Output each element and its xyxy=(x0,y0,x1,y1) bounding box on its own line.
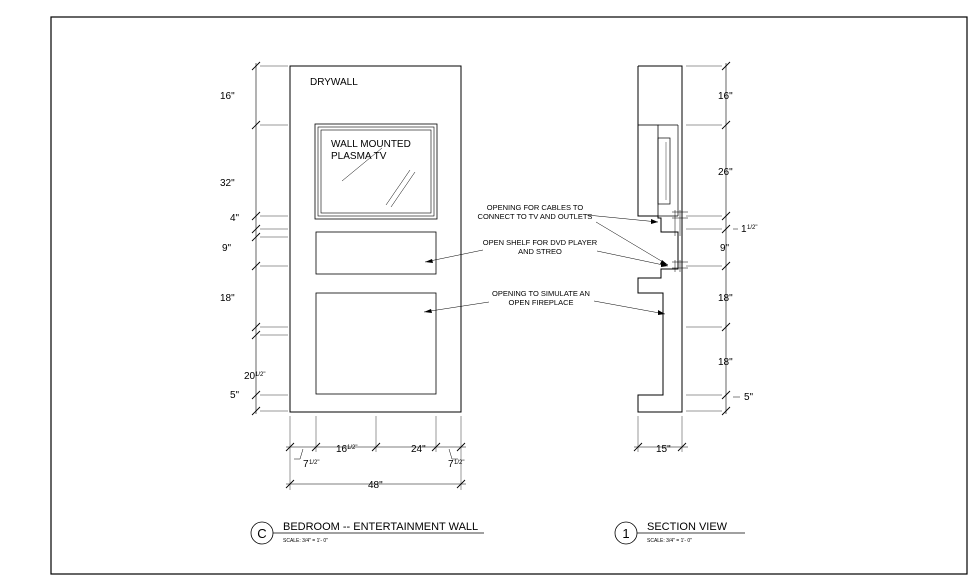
elevation-title: BEDROOM -- ENTERTAINMENT WALL xyxy=(283,521,478,533)
dim-7a-frac: 1/2" xyxy=(309,460,319,466)
section-dim-18a: 18" xyxy=(718,293,733,304)
section-dim-26: 26" xyxy=(718,167,733,178)
shelf-note-line1: OPEN SHELF FOR DVD PLAYER xyxy=(483,238,598,247)
tv-section-body xyxy=(637,124,659,217)
leader-line xyxy=(294,448,304,460)
fireplace-note-line2: OPEN FIREPLACE xyxy=(508,298,573,307)
section-dim-15: 15" xyxy=(656,444,671,455)
section-scale: SCALE: 3/4" = 1'- 0" xyxy=(647,538,692,544)
tv-screen xyxy=(320,129,432,214)
elevation-scale: SCALE: 3/4" = 1'- 0" xyxy=(283,538,328,544)
extension-lines xyxy=(260,65,288,412)
fireplace-note-line1: OPENING TO SIMULATE AN xyxy=(492,289,590,298)
section-dim-5: 5" xyxy=(744,392,754,403)
leader-arrowheads xyxy=(424,219,668,315)
leader-shelf-to-elevation xyxy=(424,249,484,263)
tv-glare-line xyxy=(390,171,416,208)
leader-fireplace-to-section xyxy=(593,300,666,315)
dim-7b-whole: 7 xyxy=(448,459,454,470)
cables-note-line1: OPENING FOR CABLES TO xyxy=(487,203,584,212)
dim-7b-frac: 1/2" xyxy=(454,460,464,466)
dim-16-frac: 1/2" xyxy=(347,445,357,451)
dim-48: 48" xyxy=(368,480,383,491)
tv-label-line2: PLASMA TV xyxy=(331,151,387,162)
extension-lines xyxy=(289,416,462,490)
dim-32: 32" xyxy=(220,178,235,189)
section-bottom-dimension xyxy=(633,416,688,452)
dim-20-whole: 20 xyxy=(244,371,256,382)
tv-frame-outer xyxy=(314,123,438,220)
section-profile xyxy=(637,65,683,413)
dim-5: 5" xyxy=(230,390,240,401)
tv-glare-line xyxy=(385,169,411,206)
leader-shelf-to-section xyxy=(596,250,669,267)
leader-cables-to-section-bottom xyxy=(595,221,669,266)
dim-9: 9" xyxy=(222,243,232,254)
elevation-view xyxy=(289,65,462,413)
section-dim-16: 16" xyxy=(718,91,733,102)
section-right-dimensions xyxy=(686,61,740,416)
section-dim-18b: 18" xyxy=(718,357,733,368)
drywall-label: DRYWALL xyxy=(310,77,358,88)
leader-cables-to-section-top xyxy=(586,214,659,223)
tv-frame-mid xyxy=(317,126,435,217)
dim-16-whole: 16 xyxy=(336,444,348,455)
section-view xyxy=(637,65,688,413)
shelf-note-line2: AND STREO xyxy=(518,247,562,256)
dvd-shelf-opening xyxy=(315,231,437,275)
annotation-leaders xyxy=(423,214,669,315)
section-dim-9: 9" xyxy=(720,243,730,254)
section-title-block xyxy=(614,521,745,545)
dim-20-frac: 1/2" xyxy=(255,372,265,378)
sheet-border xyxy=(50,16,968,575)
section-title-symbol: 1 xyxy=(622,526,629,541)
dim-16: 16" xyxy=(220,91,235,102)
dim-18: 18" xyxy=(220,293,235,304)
dimension-ticks xyxy=(251,61,261,416)
cable-openings xyxy=(672,210,688,272)
cables-note-line2: CONNECT TO TV AND OUTLETS xyxy=(478,212,593,221)
elevation-left-dimensions xyxy=(251,61,288,416)
elevation-title-symbol: C xyxy=(257,526,266,541)
tv-section-screen xyxy=(657,137,671,205)
section-dim-1-whole: 1 xyxy=(741,224,747,235)
dim-4: 4" xyxy=(230,213,240,224)
wall-outline xyxy=(289,65,462,413)
elevation-bottom-dimensions xyxy=(285,416,466,490)
dim-7a-whole: 7 xyxy=(303,459,309,470)
tv-glare-line xyxy=(341,147,383,182)
dim-24: 24" xyxy=(411,444,426,455)
drawing-text: DRYWALL WALL MOUNTED PLASMA TV 16" 32" 4… xyxy=(220,77,757,544)
leader-fireplace-to-elevation xyxy=(423,301,490,313)
section-dim-1-frac: 1/2" xyxy=(747,225,757,231)
extension-lines xyxy=(686,65,722,412)
section-title: SECTION VIEW xyxy=(647,521,728,533)
elevation-title-block xyxy=(250,521,484,545)
leader-line xyxy=(448,448,458,460)
dimension-ticks xyxy=(721,61,731,416)
tv-label-line1: WALL MOUNTED xyxy=(331,139,411,150)
fireplace-opening xyxy=(315,292,437,395)
